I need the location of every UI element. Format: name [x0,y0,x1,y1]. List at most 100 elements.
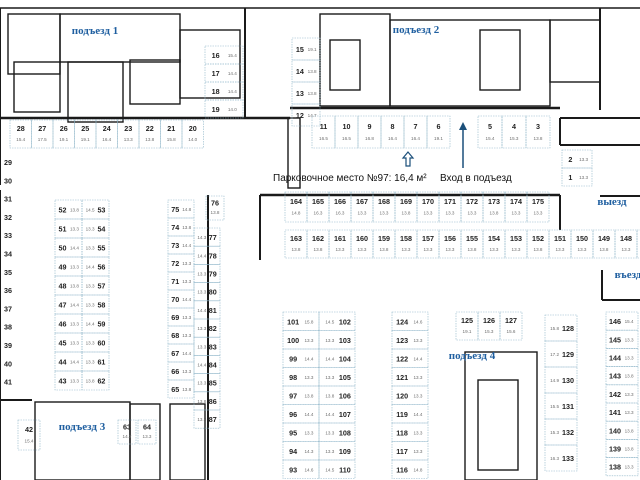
parking-spot-5[interactable]: 515.4 [477,115,503,149]
parking-spot-6[interactable]: 619.1 [426,115,451,149]
parking-spot-29[interactable]: 29 [4,158,12,167]
parking-spot-31[interactable]: 31 [4,195,12,204]
parking-spot-4[interactable]: 415.3 [501,115,527,149]
parking-spot-41[interactable]: 41 [4,378,12,387]
parking-spot-32[interactable]: 32 [4,213,12,222]
parking-spot-7[interactable]: 716.4 [403,115,428,149]
parking-spot-33[interactable]: 33 [4,231,12,240]
parking-spot-3[interactable]: 313.8 [525,115,551,149]
